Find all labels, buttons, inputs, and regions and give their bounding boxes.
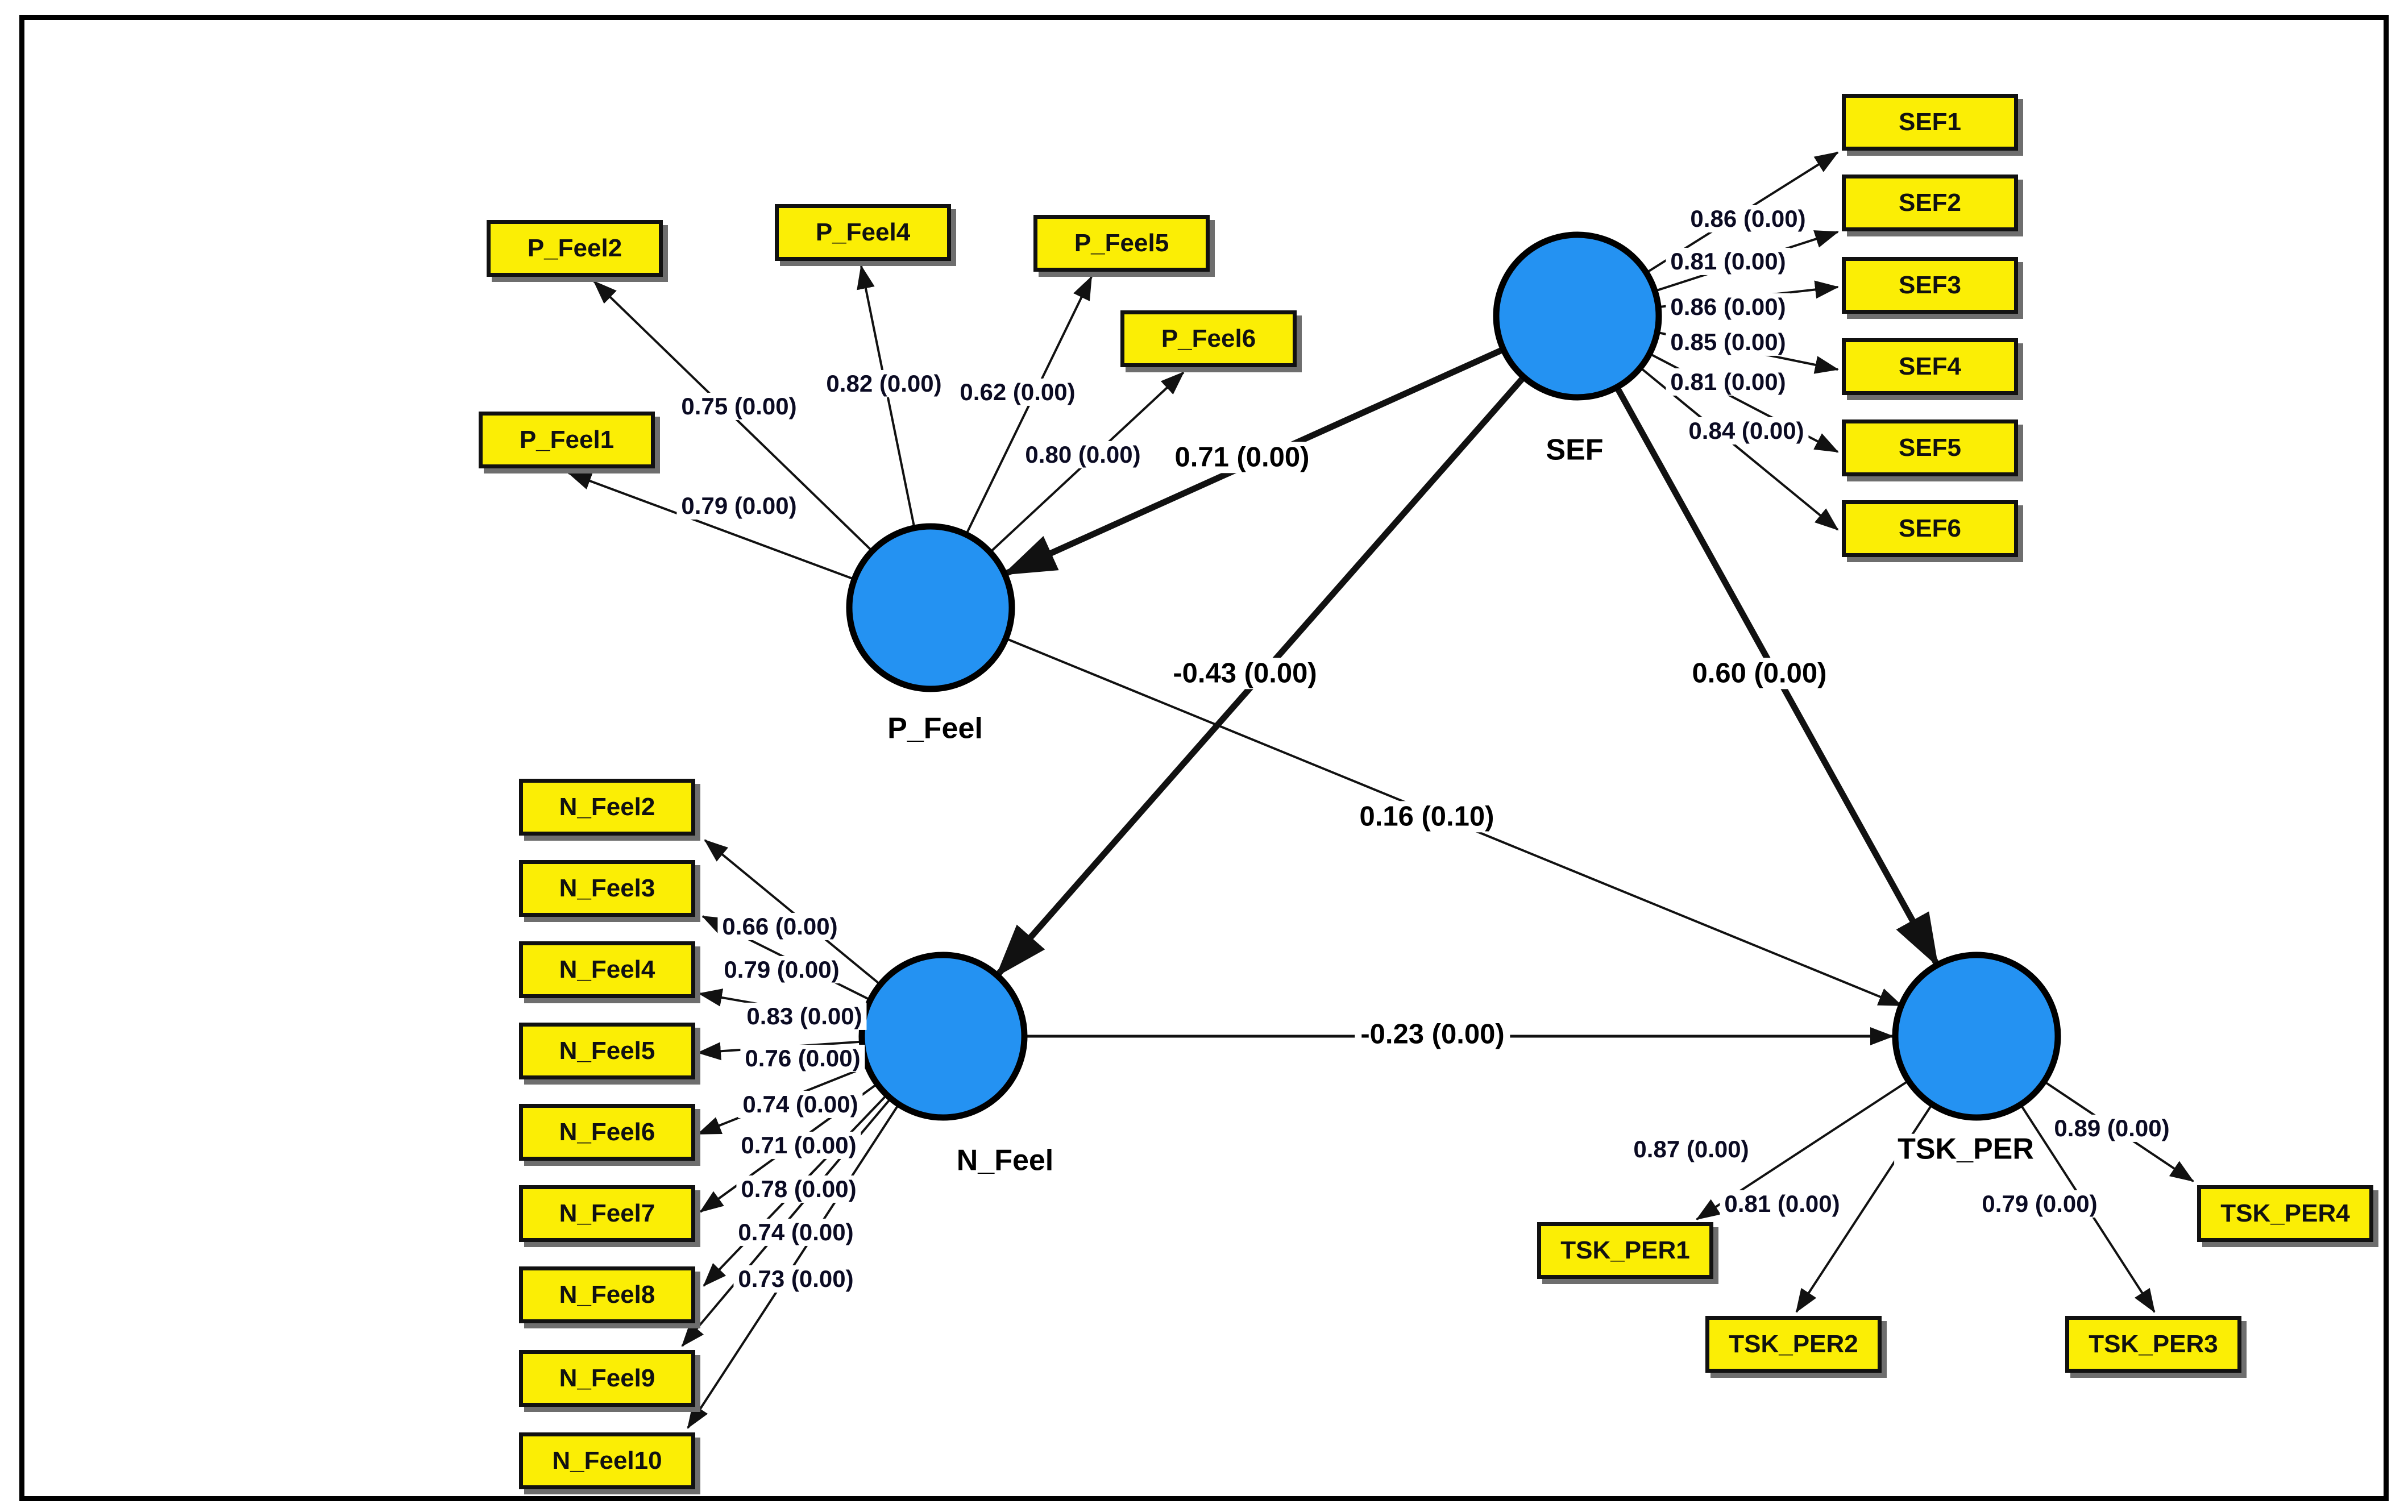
construct-circle-p-feel xyxy=(846,523,1015,692)
loading-label-tsk-per2: 0.81 (0.00) xyxy=(1720,1190,1845,1218)
loading-label-sef5: 0.81 (0.00) xyxy=(1666,368,1791,396)
indicator-box-sef2: SEF2 xyxy=(1842,175,2018,231)
loading-label-tsk-per4: 0.89 (0.00) xyxy=(2049,1114,2174,1143)
path-sef-to-tsk-per xyxy=(1575,314,1940,967)
indicator-box-tsk-per1: TSK_PER1 xyxy=(1537,1222,1713,1279)
indicator-box-sef5: SEF5 xyxy=(1842,419,2018,476)
path-coefficient-sef-tsk-per: 0.60 (0.00) xyxy=(1686,658,1833,689)
loading-label-n-feel7: 0.71 (0.00) xyxy=(736,1131,861,1160)
loading-label-tsk-per3: 0.79 (0.00) xyxy=(1977,1190,2102,1218)
constructs-group xyxy=(846,231,2061,1121)
indicator-box-n-feel8: N_Feel8 xyxy=(519,1266,695,1323)
indicator-box-n-feel3: N_Feel3 xyxy=(519,860,695,917)
indicator-box-tsk-per3: TSK_PER3 xyxy=(2065,1316,2241,1373)
construct-circle-n-feel xyxy=(858,952,1028,1121)
indicator-box-n-feel5: N_Feel5 xyxy=(519,1023,695,1079)
indicator-box-n-feel4: N_Feel4 xyxy=(519,941,695,998)
indicator-box-p-feel5: P_Feel5 xyxy=(1033,215,1210,272)
indicator-box-p-feel2: P_Feel2 xyxy=(487,220,663,277)
indicator-box-n-feel2: N_Feel2 xyxy=(519,779,695,836)
loading-label-n-feel5: 0.76 (0.00) xyxy=(740,1044,865,1073)
indicator-box-n-feel10: N_Feel10 xyxy=(519,1432,695,1489)
loading-label-p-feel1: 0.79 (0.00) xyxy=(676,492,802,520)
loading-label-tsk-per1: 0.87 (0.00) xyxy=(1629,1135,1754,1164)
loading-label-n-feel4: 0.83 (0.00) xyxy=(742,1002,867,1031)
indicator-box-p-feel1: P_Feel1 xyxy=(479,412,655,468)
path-coefficient-n-feel-tsk-per: -0.23 (0.00) xyxy=(1355,1019,1510,1050)
loading-label-n-feel6: 0.74 (0.00) xyxy=(738,1090,863,1119)
indicator-box-tsk-per4: TSK_PER4 xyxy=(2197,1185,2373,1242)
loading-label-n-feel9: 0.74 (0.00) xyxy=(733,1218,858,1247)
indicator-box-tsk-per2: TSK_PER2 xyxy=(1705,1316,1882,1373)
loading-label-p-feel2: 0.75 (0.00) xyxy=(676,392,802,421)
path-sef-to-n-feel xyxy=(994,314,1580,978)
indicator-box-sef1: SEF1 xyxy=(1842,94,2018,151)
indicator-box-sef4: SEF4 xyxy=(1842,338,2018,395)
loading-label-sef4: 0.85 (0.00) xyxy=(1666,328,1791,356)
loading-label-sef1: 0.86 (0.00) xyxy=(1685,205,1811,233)
indicator-box-n-feel6: N_Feel6 xyxy=(519,1104,695,1161)
path-coefficient-sef-n-feel: -0.43 (0.00) xyxy=(1167,658,1323,689)
indicator-box-p-feel6: P_Feel6 xyxy=(1120,310,1297,367)
path-coefficient-p-feel-tsk-per: 0.16 (0.10) xyxy=(1354,801,1500,833)
indicator-box-sef6: SEF6 xyxy=(1842,500,2018,557)
construct-label-tsk-per: TSK_PER xyxy=(1894,1134,2037,1165)
loading-label-sef6: 0.84 (0.00) xyxy=(1684,417,1809,445)
indicator-box-n-feel7: N_Feel7 xyxy=(519,1185,695,1242)
indicator-box-sef3: SEF3 xyxy=(1842,257,2018,314)
loading-label-n-feel10: 0.73 (0.00) xyxy=(733,1265,858,1293)
loading-label-p-feel5: 0.62 (0.00) xyxy=(955,378,1080,406)
loading-label-n-feel3: 0.79 (0.00) xyxy=(719,956,844,984)
indicator-box-n-feel9: N_Feel9 xyxy=(519,1350,695,1407)
construct-circle-sef xyxy=(1493,231,1662,401)
loading-label-sef2: 0.81 (0.00) xyxy=(1666,247,1791,276)
loading-label-p-feel4: 0.82 (0.00) xyxy=(821,369,946,398)
loading-label-p-feel6: 0.80 (0.00) xyxy=(1020,441,1145,469)
construct-label-p-feel: P_Feel xyxy=(884,713,986,745)
construct-circle-tsk-per xyxy=(1892,952,2061,1121)
path-coefficient-sef-p-feel: 0.71 (0.00) xyxy=(1169,442,1315,473)
loading-label-sef3: 0.86 (0.00) xyxy=(1666,293,1791,321)
figure-border xyxy=(19,15,2389,1501)
construct-label-sef: SEF xyxy=(1542,435,1607,466)
indicator-box-p-feel4: P_Feel4 xyxy=(775,204,951,261)
loading-label-n-feel8: 0.78 (0.00) xyxy=(736,1175,861,1203)
construct-label-n-feel: N_Feel xyxy=(953,1145,1057,1177)
loading-label-n-feel2: 0.66 (0.00) xyxy=(717,912,842,941)
